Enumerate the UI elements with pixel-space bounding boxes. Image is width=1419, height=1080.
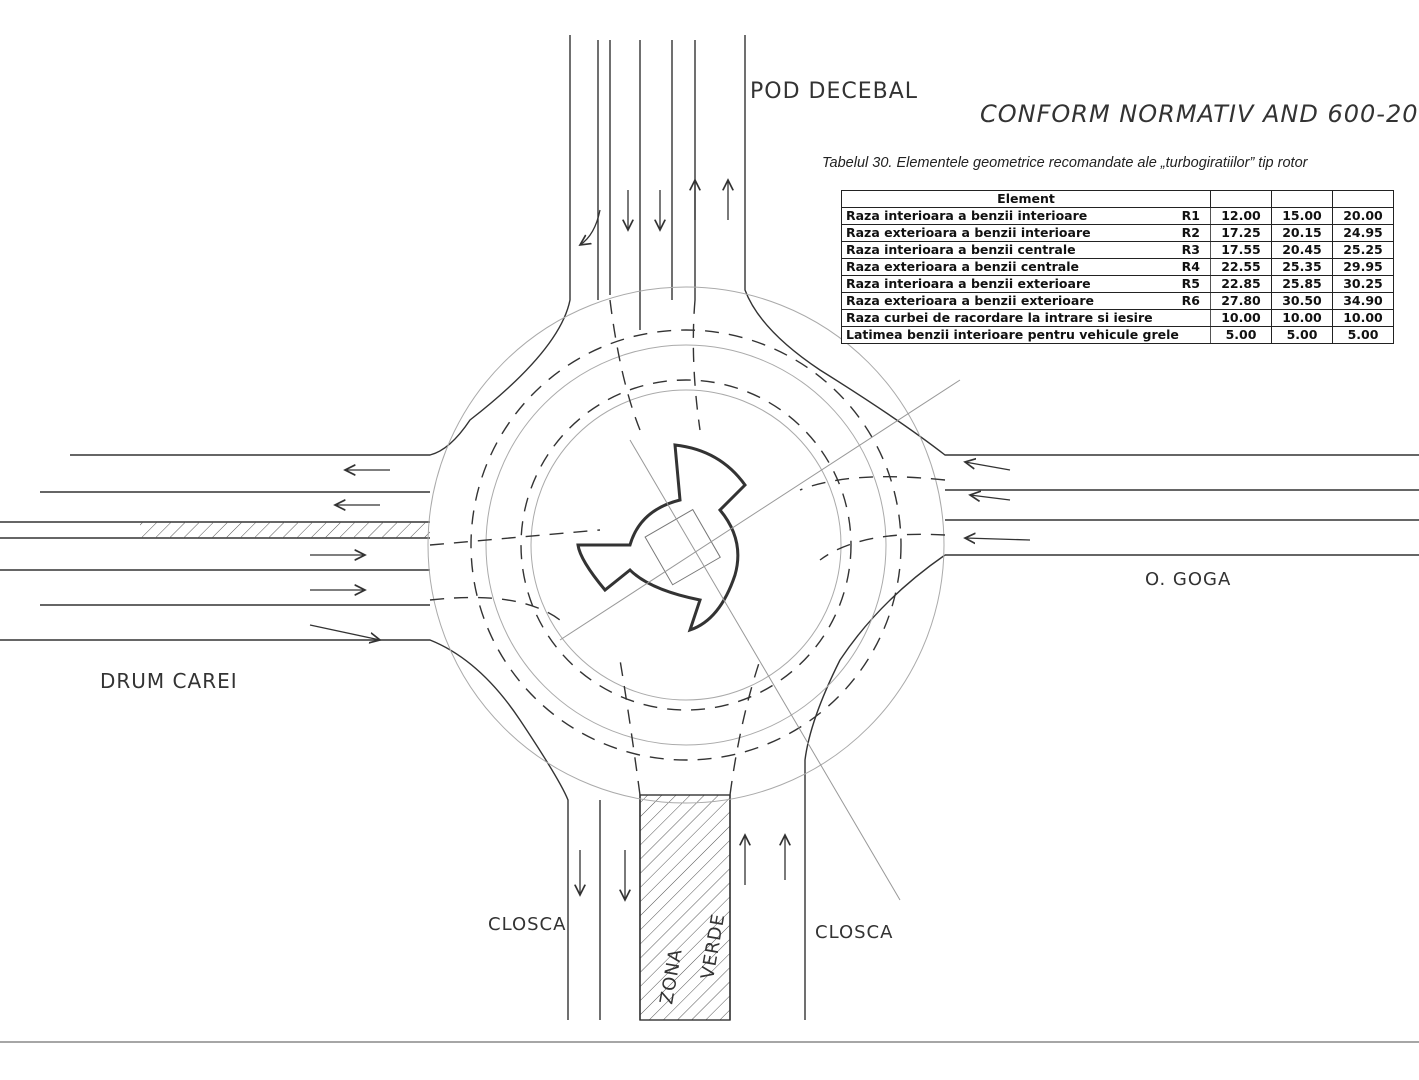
- value-cell: 20.15: [1271, 224, 1333, 242]
- value-cell: 12.00: [1210, 207, 1272, 225]
- element-name: Raza curbei de racordare la intrare si i…: [846, 310, 1153, 325]
- element-name: Raza interioara a benzii centrale: [846, 242, 1076, 257]
- lane-markings: [429, 299, 946, 796]
- element-cell: Raza exterioara a benzii centrale R4: [841, 258, 1211, 276]
- south-road-right-label: CLOSCA: [815, 922, 893, 943]
- radius-id: R4: [1181, 259, 1200, 274]
- element-cell: Raza interioara a benzii exterioare R5: [841, 275, 1211, 293]
- roundabout-circles: [427, 286, 945, 804]
- element-cell: Raza exterioara a benzii interioare R2: [841, 224, 1211, 242]
- element-name: Raza exterioara a benzii interioare: [846, 225, 1091, 240]
- table-row: Raza interioara a benzii exterioare R5 22.…: [841, 275, 1394, 293]
- value-cell: 27.80: [1210, 292, 1272, 310]
- radius-id: R2: [1181, 225, 1200, 240]
- norm-note: CONFORM NORMATIV AND 600-201: [980, 100, 1419, 128]
- north-road: [70, 35, 1419, 456]
- value-cell: 17.55: [1210, 241, 1272, 259]
- table-row: Raza exterioara a benzii centrale R4 22.55…: [841, 258, 1394, 276]
- value-cell: 22.55: [1210, 258, 1272, 276]
- element-cell: Raza interioara a benzii centrale R3: [841, 241, 1211, 259]
- header-element: Element: [841, 190, 1211, 208]
- geometry-table: Element Raza interioara a benzii interio…: [841, 190, 1394, 344]
- header-col: [1210, 190, 1272, 208]
- radius-id: R6: [1181, 293, 1200, 308]
- value-cell: 20.00: [1332, 207, 1394, 225]
- table-caption: Tabelul 30. Elementele geometrice recoma…: [822, 155, 1308, 171]
- table-row: Raza interioara a benzii centrale R3 17.55…: [841, 241, 1394, 259]
- value-cell: 10.00: [1210, 309, 1272, 327]
- element-cell: Raza exterioara a benzii exterioare R6: [841, 292, 1211, 310]
- value-cell: 30.25: [1332, 275, 1394, 293]
- element-name: Raza interioara a benzii interioare: [846, 208, 1088, 223]
- value-cell: 5.00: [1210, 326, 1272, 344]
- radius-id: R1: [1181, 208, 1200, 223]
- value-cell: 25.25: [1332, 241, 1394, 259]
- value-cell: 17.25: [1210, 224, 1272, 242]
- value-cell: 29.95: [1332, 258, 1394, 276]
- north-road-label: POD DECEBAL: [750, 79, 918, 104]
- radius-id: R3: [1181, 242, 1200, 257]
- value-cell: 10.00: [1332, 309, 1394, 327]
- element-name: Latimea benzii interioare pentru vehicul…: [846, 327, 1179, 342]
- south-road: [599, 794, 731, 1021]
- value-cell: 10.00: [1271, 309, 1333, 327]
- radius-id: R5: [1181, 276, 1200, 291]
- element-name: Raza exterioara a benzii exterioare: [846, 293, 1094, 308]
- value-cell: 20.45: [1271, 241, 1333, 259]
- table-row: Raza exterioara a benzii exterioare R6 27.…: [841, 292, 1394, 310]
- value-cell: 15.00: [1271, 207, 1333, 225]
- west-road-label: DRUM CAREI: [100, 669, 238, 693]
- header-col: [1332, 190, 1394, 208]
- element-cell: Raza curbei de racordare la intrare si i…: [841, 309, 1211, 327]
- element-name: Raza exterioara a benzii centrale: [846, 259, 1079, 274]
- value-cell: 25.85: [1271, 275, 1333, 293]
- value-cell: 5.00: [1271, 326, 1333, 344]
- header-col: [1271, 190, 1333, 208]
- value-cell: 22.85: [1210, 275, 1272, 293]
- element-cell: Latimea benzii interioare pentru vehicul…: [841, 326, 1211, 344]
- direction-arrows: [309, 180, 1031, 900]
- element-name: Raza interioara a benzii exterioare: [846, 276, 1091, 291]
- table-row: Raza interioara a benzii interioare R1 12.…: [841, 207, 1394, 225]
- central-island: [576, 443, 747, 633]
- west-road: [0, 491, 569, 1020]
- element-cell: Raza interioara a benzii interioare R1: [841, 207, 1211, 225]
- south-road-left-label: CLOSCA: [488, 914, 566, 935]
- table-row: Raza curbei de racordare la intrare si i…: [841, 309, 1394, 327]
- value-cell: 30.50: [1271, 292, 1333, 310]
- table-row: Latimea benzii interioare pentru vehicul…: [841, 326, 1394, 344]
- east-road-label: O. GOGA: [1145, 569, 1231, 590]
- value-cell: 5.00: [1332, 326, 1394, 344]
- value-cell: 24.95: [1332, 224, 1394, 242]
- table-row: Raza exterioara a benzii interioare R2 17.…: [841, 224, 1394, 242]
- east-road: [804, 489, 1419, 1020]
- value-cell: 34.90: [1332, 292, 1394, 310]
- table-header-row: Element: [841, 190, 1394, 208]
- value-cell: 25.35: [1271, 258, 1333, 276]
